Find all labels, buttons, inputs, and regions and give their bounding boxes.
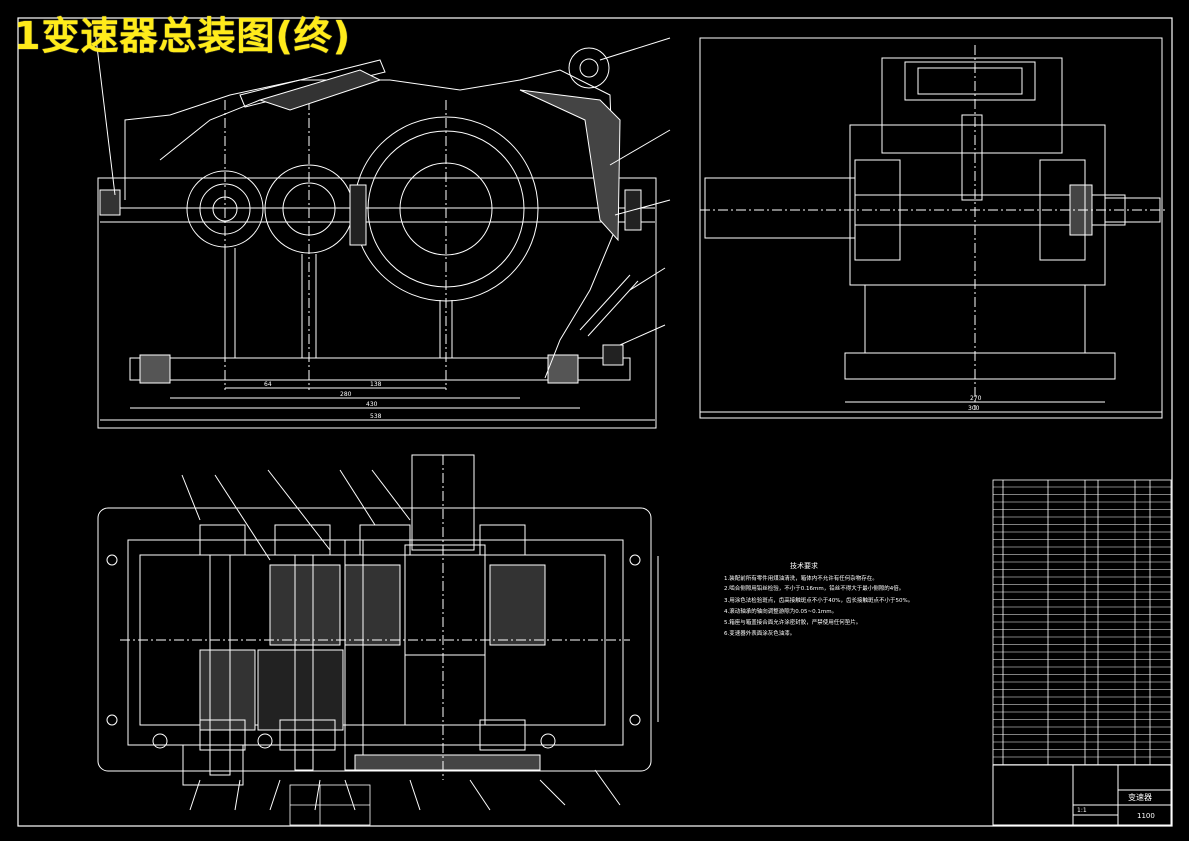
- title-block-scale: 1:1: [1077, 807, 1087, 814]
- front-dim-labels: 64 138 280 430 538: [264, 381, 382, 420]
- tech-requirement-item: 5.箱座与箱盖接合面允许涂密封胶，严禁使用任何垫片。: [724, 618, 861, 626]
- title-block: [992, 764, 1172, 826]
- dim-label: 138: [370, 381, 382, 388]
- dim-label: 430: [366, 401, 378, 408]
- parts-list-rows: [993, 486, 1171, 765]
- front-view: [94, 29, 671, 429]
- tech-requirement-item: 3.用涂色法检验斑点，齿高接触斑点不小于40%，齿长接触斑点不小于50%。: [724, 596, 913, 604]
- drawing-border: [17, 17, 1173, 827]
- page-title: 1变速器总装图(终): [14, 14, 352, 58]
- top-view: [97, 454, 659, 811]
- tech-requirements: 技术要求 1.装配前所有零件用煤油清洗，箱体内不允许有任何杂物存在。 2.啮合侧…: [724, 561, 913, 637]
- dim-label: 64: [264, 381, 272, 388]
- dim-label: 280: [340, 391, 352, 398]
- dim-label: 538: [370, 413, 382, 420]
- dim-label: 270: [970, 395, 982, 402]
- tech-requirement-item: 2.啮合侧隙用铅丝检验，不小于0.16mm，铅丝不得大于最小侧隙的4倍。: [724, 584, 904, 592]
- side-dim-labels: 270 300: [968, 395, 982, 412]
- tech-requirement-item: 6.变速器外表面涂灰色油漆。: [724, 629, 795, 637]
- tech-requirement-item: 4.滚动轴承的轴向调整游隙为0.05~0.1mm。: [724, 607, 837, 615]
- tech-requirements-heading: 技术要求: [790, 561, 818, 570]
- tech-requirement-item: 1.装配前所有零件用煤油清洗，箱体内不允许有任何杂物存在。: [724, 574, 878, 582]
- bottom-title-strip: [289, 784, 371, 826]
- title-block-name: 变速器: [1128, 792, 1152, 802]
- side-view: [699, 37, 1165, 419]
- title-block-number: 1100: [1137, 812, 1155, 820]
- parts-list: [992, 479, 1172, 766]
- dim-label: 300: [968, 405, 980, 412]
